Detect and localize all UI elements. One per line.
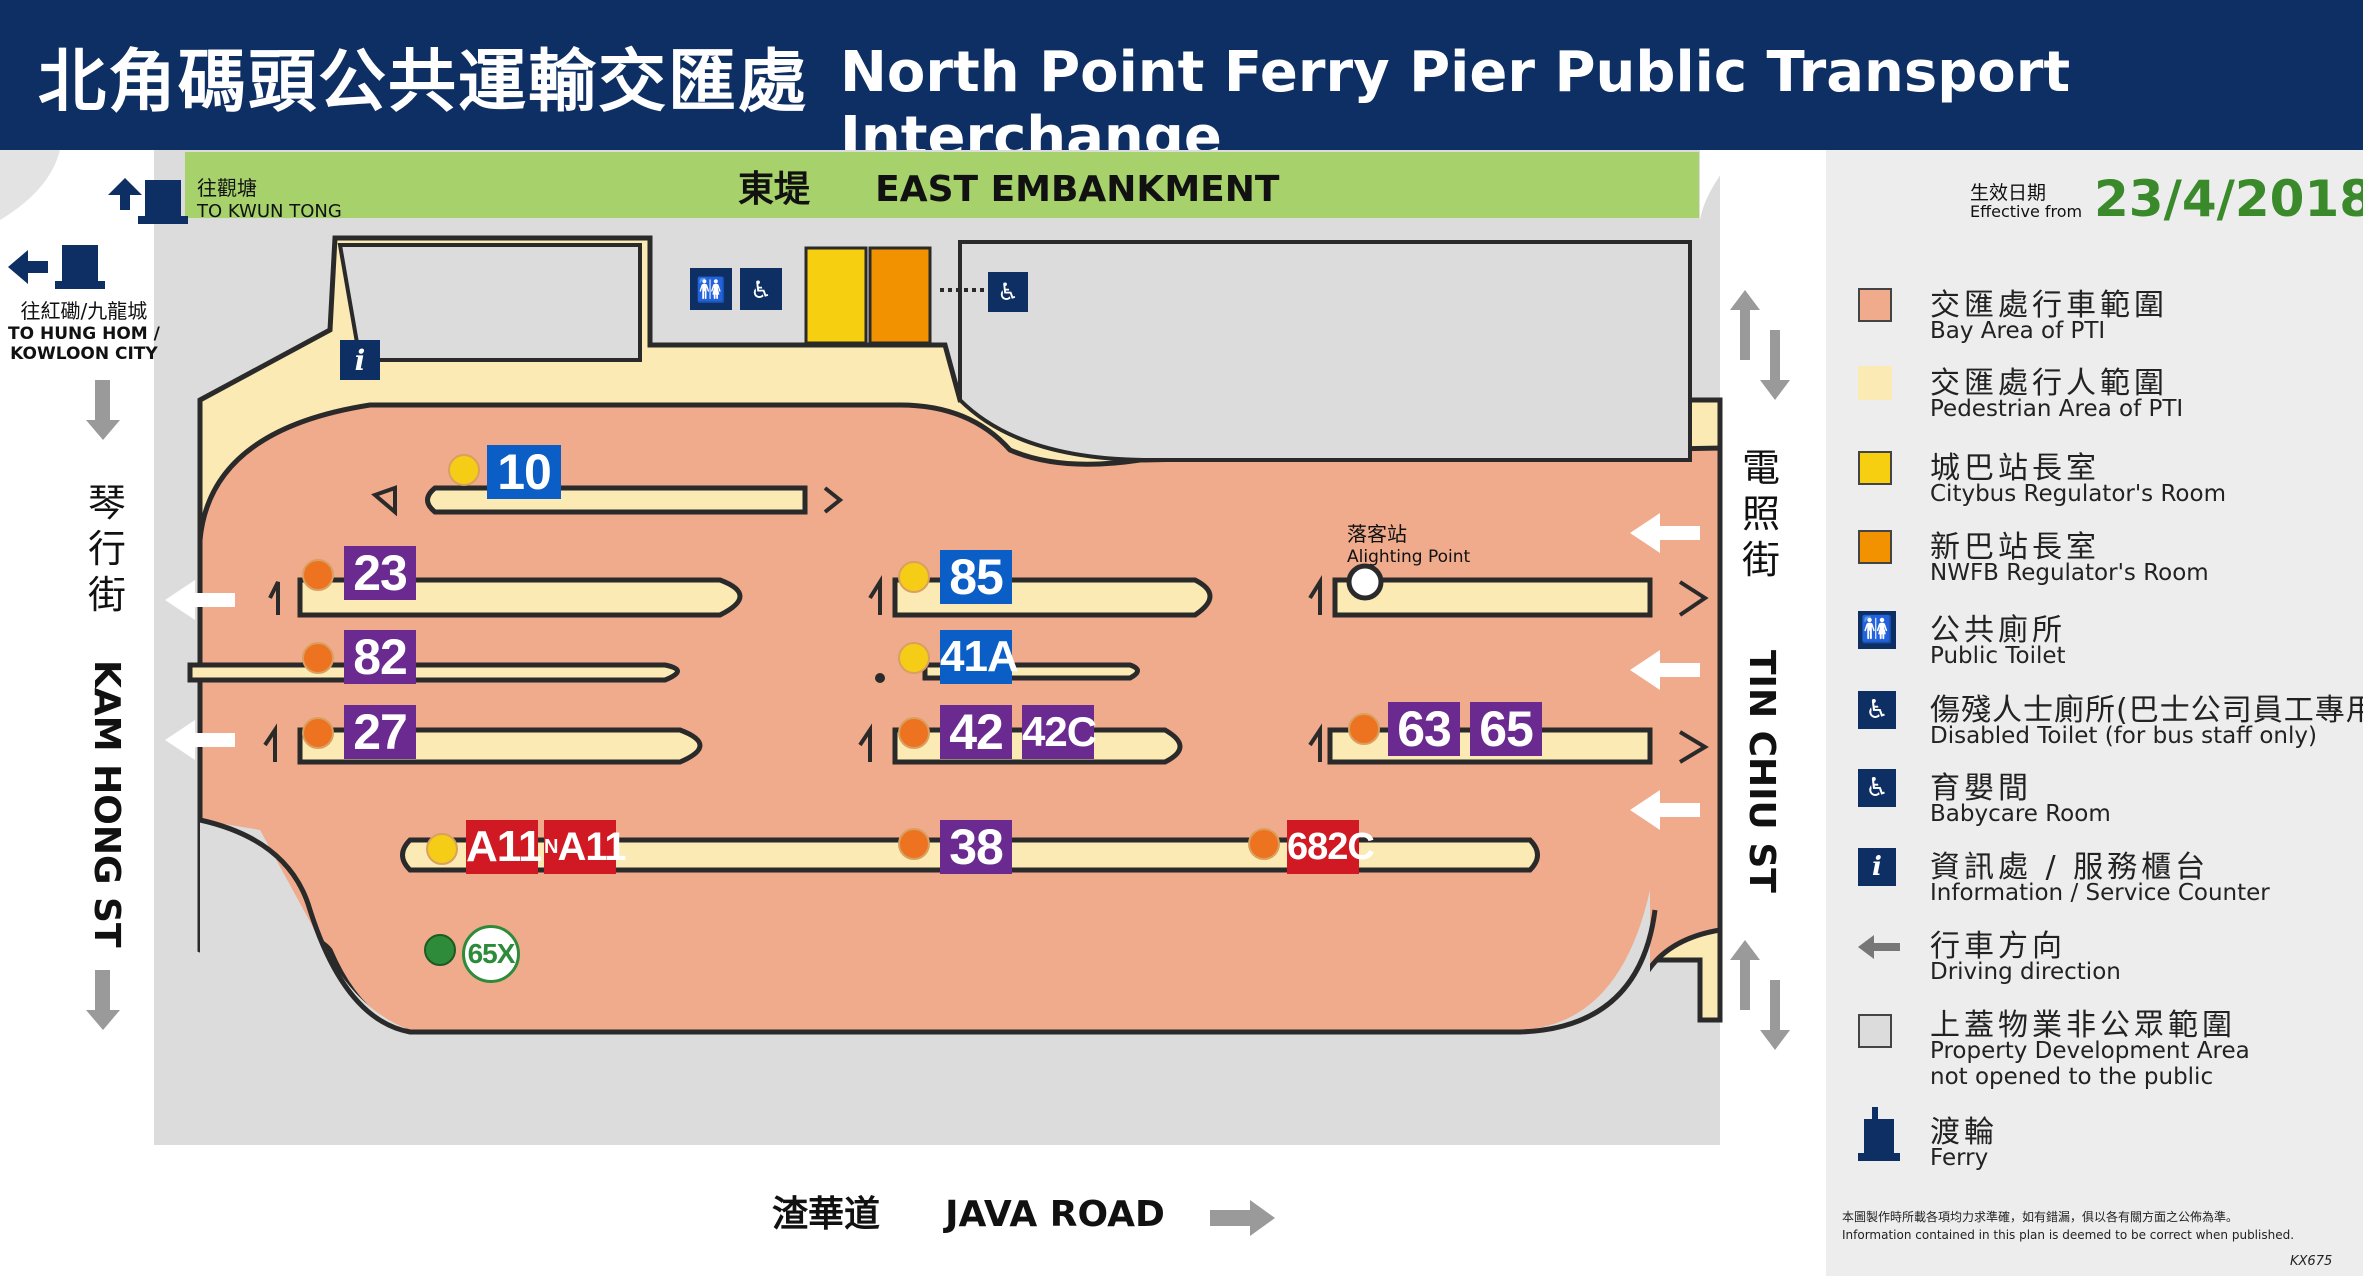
ferry-icon [1858,1107,1900,1161]
baby-icon: ♿ [740,268,782,310]
island-10 [425,485,808,515]
legend-swatch-citybus-room [1858,451,1892,485]
title-en: North Point Ferry Pier Public Transport … [840,40,2071,170]
arrow-down-icon [1760,330,1790,400]
route-badge-27: 27 [344,705,416,759]
legend-swatch-nwfb-room [1858,530,1892,564]
route-badge-23: 23 [344,546,416,600]
arrow-up-icon [108,178,142,210]
route-badge-63: 63 [1388,702,1460,756]
citybus-room [804,246,868,345]
arrow-left-icon [1630,650,1700,690]
svg-text:♿: ♿ [997,278,1019,306]
tin-chiu-st-en: TIN CHIU ST [1741,650,1782,893]
kam-hong-st-en: KAM HONG ST [86,660,127,948]
island-alight [1332,577,1653,618]
arrow-up-icon [1730,290,1760,360]
java-road-label: 渣華道 JAVA ROAD [772,1194,1165,1235]
tin-chiu-st-zh: 電照街 [1742,446,1781,582]
wheelchair-icon: ♿ [1858,691,1896,729]
nwfb-stop-dot [302,717,334,749]
toilet-icon: 🚻 [1858,611,1896,649]
ferry-icon [55,245,105,289]
svg-text:🚻: 🚻 [696,276,726,304]
route-badge-85: 85 [940,550,1012,604]
arrow-down-icon [86,380,120,440]
island-82 [187,662,680,683]
ferry-hung-hom-label: 往紅磡/九龍城 TO HUNG HOM / KOWLOON CITY [8,299,160,364]
nwfb-stop-dot [1348,713,1380,745]
route-badge-10: 10 [487,445,561,499]
toilet-icon: 🚻 [690,268,732,310]
info-icon: i [1858,848,1896,886]
ferry-icon [138,180,188,224]
arrow-left-icon [1630,513,1700,553]
driving-arrows [165,513,1700,830]
arrow-down-icon [86,970,120,1030]
citybus-stop-dot [898,561,930,593]
route-badge-na11-prefix: N [544,836,558,858]
route-badge-682c: 682C [1287,820,1375,874]
route-badge-65: 65 [1470,702,1542,756]
disclaimer-en: Information contained in this plan is de… [1842,1228,2295,1242]
kam-hong-st-zh: 琴行街 [88,481,127,617]
svg-text:♿: ♿ [750,276,772,304]
nwfb-stop-dot [302,559,334,591]
info-icon: i [340,340,380,380]
header-bar: 北角碼頭公共運輸交匯處 North Point Ferry Pier Publi… [0,0,2363,170]
route-badge-38: 38 [940,820,1012,874]
baby-icon: ♿ [1858,769,1896,807]
route-badge-na11: NA11 [544,820,627,874]
arrow-left-icon [8,250,48,284]
effective-date: 23/4/2018 [2094,170,2363,228]
legend-swatch-pedestrian [1858,366,1892,400]
citybus-stop-dot [448,454,480,486]
arrow-left-icon [165,720,235,760]
effective-label-zh: 生效日期 [1970,182,2047,204]
disclaimer-zh: 本圖製作時所載各項均力求準確，如有錯漏，俱以各有關方面之公佈為準。 [1842,1210,2239,1224]
alighting-point-marker [1346,563,1384,601]
legend-panel [1826,150,2363,1276]
interchange-map: 🚻 ♿ ♿ i [0,150,1826,1276]
route-badge-a11: A11 [466,820,542,874]
citybus-stop-dot [426,833,458,865]
citybus-stop-dot [898,642,930,674]
route-badge-82: 82 [344,630,416,684]
arrow-left-icon [1630,790,1700,830]
nwfb-stop-dot [302,642,334,674]
legend-swatch-bay [1858,288,1892,322]
arrow-left-icon [1858,935,1900,959]
plan-code: KX675 [2290,1254,2333,1269]
svg-text:i: i [355,344,366,377]
nwfb-stop-dot [898,717,930,749]
arrow-left-icon [165,580,235,620]
east-embankment-strip [185,152,1699,218]
green-stop-dot [424,934,456,966]
legend-swatch-property [1858,1014,1892,1048]
east-embankment-label: 東堤 EAST EMBANKMENT [738,169,1280,210]
alighting-point-label: 落客站 Alighting Point [1347,522,1471,567]
route-badge-42: 42 [940,705,1012,759]
effective-label-en: Effective from [1970,202,2083,221]
nwfb-stop-dot [1248,828,1280,860]
arrow-up-icon [1730,940,1760,1010]
route-badge-42c: 42C [1022,705,1097,759]
title-zh: 北角碼頭公共運輸交匯處 [38,43,809,122]
arrow-right-icon [1210,1200,1275,1236]
nwfb-room [868,246,932,345]
ferry-kwun-tong-label: 往觀塘 TO KWUN TONG [197,176,342,222]
arrow-down-icon [1760,980,1790,1050]
nwfb-stop-dot [898,828,930,860]
route-badge-na11-number: A11 [557,825,626,869]
route-badge-41a: 41A [940,630,1019,684]
route-badge-65x: 65X [462,925,520,983]
wheelchair-icon: ♿ [988,272,1028,312]
